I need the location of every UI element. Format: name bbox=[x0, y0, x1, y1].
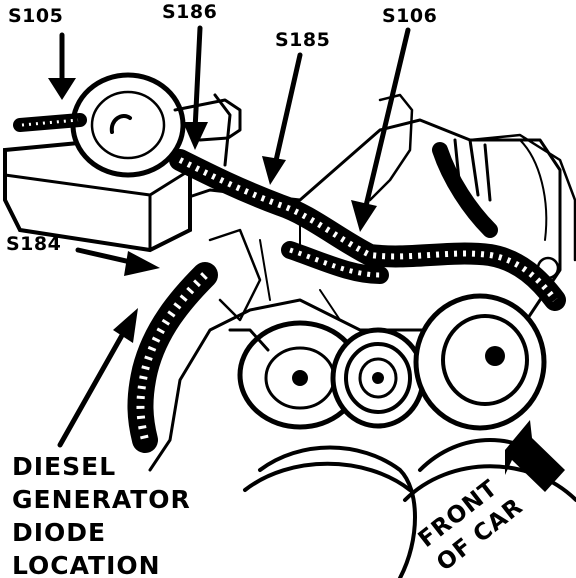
front-of-car-arrow bbox=[505, 420, 565, 492]
vacuum-pump bbox=[70, 72, 242, 178]
harness-s105-coil bbox=[13, 113, 87, 132]
harness-diode-loom bbox=[127, 262, 218, 453]
note-line-3: DIODE bbox=[12, 518, 106, 547]
note-line-4: LOCATION bbox=[12, 551, 161, 578]
arrow-diode bbox=[57, 308, 138, 448]
pulley-left bbox=[228, 320, 363, 430]
pulley-center bbox=[330, 327, 426, 429]
arrow-s185 bbox=[262, 52, 303, 185]
label-s184: S184 bbox=[6, 233, 61, 255]
label-s185: S185 bbox=[275, 29, 330, 51]
arrow-s184 bbox=[75, 247, 160, 276]
label-s186: S186 bbox=[162, 1, 217, 23]
arrow-s186 bbox=[183, 25, 208, 150]
harness-main bbox=[169, 138, 566, 311]
arrow-s105 bbox=[48, 32, 76, 100]
front-of-car-label: FRONT OF CAR bbox=[414, 475, 529, 576]
pulley-right bbox=[413, 293, 547, 431]
label-s105: S105 bbox=[8, 5, 63, 27]
note-line-1: DIESEL bbox=[12, 452, 116, 481]
diode-location-note: DIESEL GENERATOR DIODE LOCATION bbox=[12, 452, 191, 578]
label-s106: S106 bbox=[382, 5, 437, 27]
note-line-2: GENERATOR bbox=[12, 485, 191, 514]
arrow-s106 bbox=[351, 27, 411, 232]
